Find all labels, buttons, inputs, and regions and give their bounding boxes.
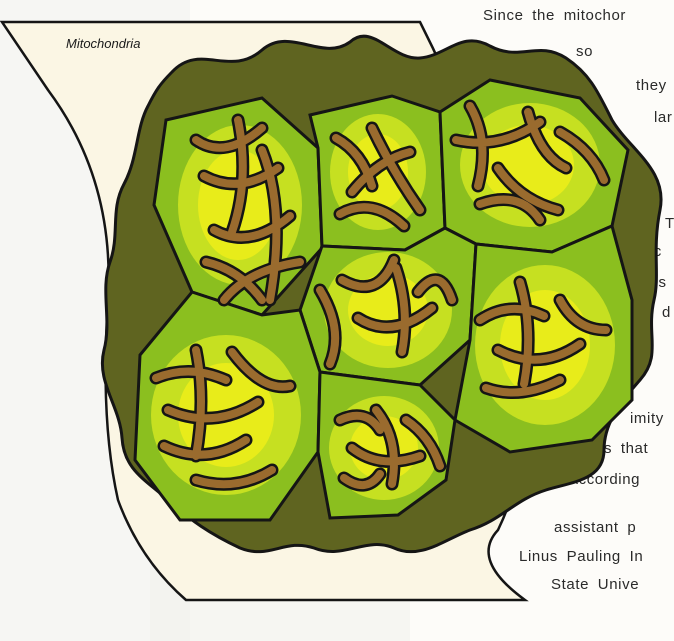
figure-caption: Mitochondria bbox=[66, 36, 140, 51]
cell-5 bbox=[455, 226, 632, 452]
